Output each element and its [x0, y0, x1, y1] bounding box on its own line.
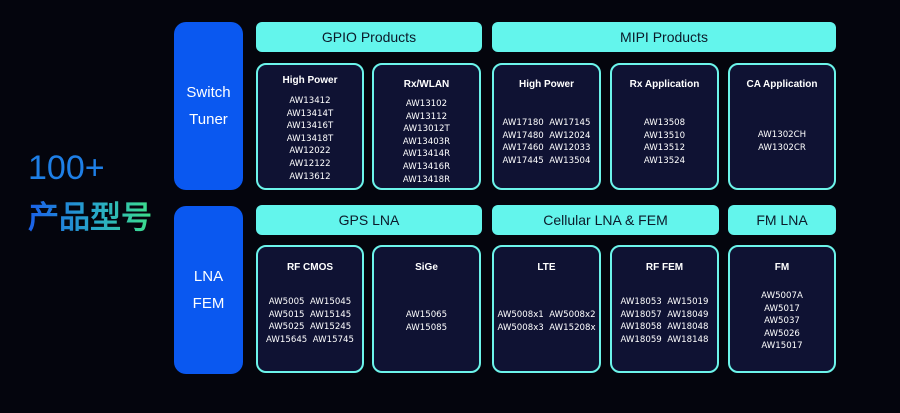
card-rx-wlan: Rx/WLAN AW13102 AW13112 AW13012T AW13403… — [372, 63, 481, 190]
card-title: RF FEM — [645, 262, 684, 273]
card-lte: LTE AW5008x1 AW5008x2 AW5008x3 AW15208x — [492, 245, 601, 373]
section-lna-fem: LNA FEM — [174, 206, 243, 374]
category-mipi-products: MIPI Products — [492, 22, 836, 52]
category-fm-lna: FM LNA — [728, 205, 836, 235]
card-part-list: AW18053 AW15019 AW18057 AW18049 AW18058 … — [620, 297, 709, 345]
card-part-list: AW13102 AW13112 AW13012T AW13403R AW1341… — [402, 99, 451, 185]
card-title: FM — [774, 262, 790, 273]
card-part-list: AW5005 AW15045 AW5015 AW15145 AW5025 AW1… — [266, 297, 354, 345]
card-title: High Power — [282, 75, 338, 86]
card-fm: FM AW5007A AW5017 AW5037 AW5026 AW15017 — [728, 245, 836, 373]
card-part-list: AW5007A AW5017 AW5037 AW5026 AW15017 — [761, 291, 803, 352]
card-part-list: AW5008x1 AW5008x2 AW5008x3 AW15208x — [497, 310, 596, 333]
card-title: SiGe — [415, 262, 438, 273]
category-gpio-products: GPIO Products — [256, 22, 482, 52]
section-switch-tuner: Switch Tuner — [174, 22, 243, 190]
card-high-power-mipi: High Power AW17180 AW17145 AW17480 AW120… — [492, 63, 601, 190]
card-part-list: AW13508 AW13510 AW13512 AW13524 — [643, 118, 686, 166]
card-high-power-gpio: High Power AW13412 AW13414T AW13416T AW1… — [256, 63, 364, 190]
section-label-line1: Switch — [186, 84, 231, 101]
product-count: 100+ — [28, 149, 105, 187]
section-label-line2: Tuner — [189, 111, 228, 128]
card-title: CA Application — [746, 79, 818, 90]
card-sige: SiGe AW15065 AW15085 — [372, 245, 481, 373]
card-rf-cmos: RF CMOS AW5005 AW15045 AW5015 AW15145 AW… — [256, 245, 364, 373]
card-title: LTE — [537, 262, 556, 273]
card-part-list: AW13412 AW13414T AW13416T AW13418T AW120… — [286, 96, 334, 182]
card-title: High Power — [518, 79, 574, 90]
card-part-list: AW17180 AW17145 AW17480 AW12024 AW17460 … — [502, 118, 591, 166]
category-gps-lna: GPS LNA — [256, 205, 482, 235]
card-rf-fem: RF FEM AW18053 AW15019 AW18057 AW18049 A… — [610, 245, 719, 373]
product-count-subtitle: 产品型号 — [28, 200, 152, 236]
category-cellular-lna-fem: Cellular LNA & FEM — [492, 205, 719, 235]
section-label-line2: FEM — [192, 295, 225, 312]
card-rx-application: Rx Application AW13508 AW13510 AW13512 A… — [610, 63, 719, 190]
card-part-list: AW1302CH AW1302CR — [757, 130, 807, 153]
card-title: RF CMOS — [286, 262, 334, 273]
card-title: Rx Application — [629, 79, 700, 90]
card-ca-application: CA Application AW1302CH AW1302CR — [728, 63, 836, 190]
card-title: Rx/WLAN — [403, 79, 450, 90]
card-part-list: AW15065 AW15085 — [405, 310, 448, 333]
section-label-line1: LNA — [193, 268, 224, 285]
